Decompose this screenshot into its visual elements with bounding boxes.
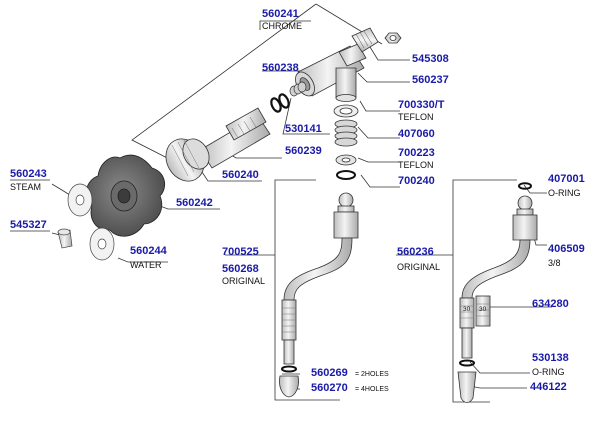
callout-560240-number[interactable]: 560240 <box>222 169 259 181</box>
callout-446122-number[interactable]: 446122 <box>530 381 567 393</box>
teflon-ring-700330 <box>333 104 359 118</box>
callout-560243-label: STEAM <box>10 182 42 192</box>
steam-disc-560243 <box>67 183 93 217</box>
callout-560243-number[interactable]: 560243 <box>10 168 47 180</box>
callout-700525-number[interactable]: 700525 <box>222 246 259 258</box>
callout-560241-label: CHROME <box>262 21 302 31</box>
callout-560238-number[interactable]: 560238 <box>262 62 299 74</box>
star-knob-560242 <box>85 154 166 237</box>
callout-545327-number[interactable]: 545327 <box>10 219 47 231</box>
callout-530138-label: O-RING <box>532 367 565 377</box>
callout-560244-label: WATER <box>130 260 162 270</box>
o-rings-530141 <box>270 93 290 113</box>
callout-560236-number[interactable]: 560236 <box>397 246 434 258</box>
sleeve-634280 <box>475 295 491 327</box>
callout-700330-label: TEFLON <box>398 112 434 122</box>
callout-560236-label: ORIGINAL <box>397 262 441 272</box>
callout-560242-number[interactable]: 560242 <box>176 197 213 209</box>
callout-700223-number[interactable]: 700223 <box>398 147 435 159</box>
callout-560268-label: ORIGINAL <box>222 276 266 286</box>
valve-body-560237 <box>295 27 379 102</box>
callout-634280-number[interactable]: 634280 <box>532 298 569 310</box>
callout-560269-number[interactable]: 560269 <box>311 367 348 379</box>
callout-560270-label: = 4HOLES <box>355 386 389 393</box>
callout-560268-number[interactable]: 560268 <box>222 263 259 275</box>
wand-mark-b: 30 <box>479 306 487 313</box>
callout-407001-number[interactable]: 407001 <box>548 173 585 185</box>
knob-cap-560240 <box>165 138 210 182</box>
callout-560237-number[interactable]: 560237 <box>412 74 449 86</box>
callout-700330-number[interactable]: 700330/T <box>398 99 445 111</box>
o-ring-700240 <box>336 170 356 180</box>
callout-560270-number[interactable]: 560270 <box>311 382 348 394</box>
callout-407001-label: O-RING <box>548 188 581 198</box>
callout-560239-number[interactable]: 560239 <box>285 145 322 157</box>
valve-stem-560239 <box>199 107 271 169</box>
nut-545308 <box>384 32 402 44</box>
wand-mark-a: 30 <box>463 306 471 313</box>
teflon-seat-700223 <box>335 154 357 166</box>
callout-560241-number[interactable]: 560241 <box>262 8 299 20</box>
water-wand-560236 <box>457 182 538 403</box>
water-disc-560244 <box>89 227 115 261</box>
callout-545308-number[interactable]: 545308 <box>412 53 449 65</box>
callout-530141-number[interactable]: 530141 <box>285 123 322 135</box>
callout-406509-number[interactable]: 406509 <box>548 243 585 255</box>
callout-560244-number[interactable]: 560244 <box>130 245 167 257</box>
callout-407060-number[interactable]: 407060 <box>398 128 435 140</box>
steam-wand-560268 <box>279 192 359 398</box>
cap-545327 <box>57 228 73 249</box>
callout-530138-number[interactable]: 530138 <box>532 352 569 364</box>
callout-700223-label: TEFLON <box>398 160 434 170</box>
callout-406509-label: 3/8 <box>548 258 561 268</box>
spring-560238 <box>289 81 307 97</box>
callout-560269-label: = 2HOLES <box>355 371 389 378</box>
callout-700240-number[interactable]: 700240 <box>398 175 435 187</box>
spring-407060 <box>334 119 358 147</box>
